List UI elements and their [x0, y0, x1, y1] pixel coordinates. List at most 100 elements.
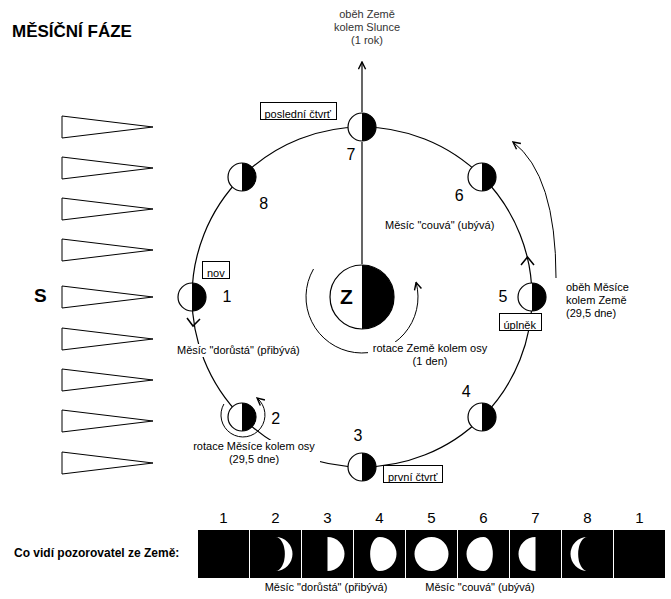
title: MĚSÍČNÍ FÁZE [12, 22, 132, 42]
annotation: rotace Země kolem osy (1 den) [368, 342, 492, 368]
moon-rotation-arrow [221, 398, 265, 437]
moon-disc [518, 283, 546, 311]
phase-view-drawing [354, 530, 405, 578]
lit-moon-part [467, 537, 493, 571]
lit-moon-part [276, 537, 293, 571]
phase-view-cell: 8 [562, 530, 613, 578]
lit-moon-part [414, 537, 448, 571]
earth-symbol: Z [329, 264, 395, 330]
callout-number: 8 [259, 194, 268, 213]
lit-moon-part [328, 537, 345, 571]
earth-drawing [329, 264, 395, 330]
callout-number: 4 [375, 509, 383, 527]
sun-rays [62, 116, 153, 474]
callout-number: 2 [271, 409, 280, 428]
callout-number: 7 [347, 145, 356, 164]
callout-number: 3 [323, 509, 331, 527]
moon-drawing [227, 402, 257, 432]
shadow-half [482, 163, 496, 191]
phase-view-cell: 3 [302, 530, 353, 578]
callout-number: 6 [455, 186, 464, 205]
moon-symbol: 7 [347, 112, 377, 142]
moon-drawing [467, 402, 497, 432]
callout-number: 3 [354, 426, 363, 445]
callout-number: 2 [271, 509, 279, 527]
connector-line [361, 142, 362, 264]
shadow-half [532, 283, 546, 311]
moon-orbit-arrow [513, 142, 556, 278]
phase-name-box: první čtvrť [383, 465, 443, 483]
orbit-direction-arrow [521, 257, 534, 265]
shadow-half [362, 265, 394, 329]
moon-disc [228, 163, 256, 191]
annotation: Měsíc "couvá" (ubývá) [383, 219, 496, 232]
shadow-half [242, 403, 256, 431]
phase-name: nov [207, 267, 225, 280]
moon-drawing [227, 162, 257, 192]
annotation: Měsíc "dorůstá" (přibývá) [175, 344, 302, 357]
phase-view-drawing [302, 530, 353, 578]
phase-name-box: nov [202, 261, 230, 279]
annotation: Měsíc "dorůstá" (přibývá) [265, 581, 388, 594]
moon-symbol: 1 [177, 282, 207, 312]
phase-name-box: poslední čtvrť [260, 102, 337, 120]
sun-ray [62, 369, 153, 391]
moon-disc [468, 163, 496, 191]
phase-name-box: úplněk [499, 313, 542, 331]
phase-view-drawing [458, 530, 509, 578]
annotation: Měsíc "couvá" (ubývá) [425, 581, 534, 594]
callout-number: 5 [499, 287, 508, 306]
moon-drawing [347, 112, 377, 142]
moon-disc [468, 403, 496, 431]
phase-view-cell: 1 [614, 530, 665, 578]
callout-number: 1 [219, 509, 227, 527]
sun-ray [62, 116, 153, 138]
phase-view-drawing [198, 530, 249, 578]
moon-symbol: 3 [347, 452, 377, 482]
moon-symbol: 2 [227, 402, 257, 432]
phase-view-cell: 7 [510, 530, 561, 578]
phase-view-cell: 2 [250, 530, 301, 578]
sun-ray [62, 410, 153, 432]
callout-number: 6 [479, 509, 487, 527]
phase-name: úplněk [504, 319, 536, 332]
moon-symbol: 8 [227, 162, 257, 192]
annotation: oběh Měsíce kolem Země (29,5 dne) [566, 281, 640, 321]
strip-heading: Co vidí pozorovatel ze Země: [14, 546, 179, 560]
lit-moon-part [571, 537, 588, 571]
phase-view-drawing [614, 530, 665, 578]
sun-ray [62, 286, 153, 308]
earth-letter: Z [340, 284, 353, 309]
moon-orbit [192, 127, 532, 467]
shadow-half [482, 403, 496, 431]
callout-number: 4 [462, 382, 471, 401]
moon-drawing [517, 282, 547, 312]
moon-symbol: 6 [467, 162, 497, 192]
phase-name: poslední čtvrť [265, 108, 332, 121]
phase-view-drawing [562, 530, 613, 578]
phase-view-drawing [510, 530, 561, 578]
phase-view-cell: 4 [354, 530, 405, 578]
sun-letter: S [34, 285, 47, 308]
moon-drawing [467, 162, 497, 192]
phase-view-drawing [406, 530, 457, 578]
shadow-half [192, 283, 206, 311]
sun-ray [62, 157, 153, 179]
callout-number: 1 [635, 509, 643, 527]
orbit-direction-arrow [187, 318, 200, 326]
earth-orbit-arrow [361, 62, 362, 112]
moon-disc [348, 453, 376, 481]
moon-disc [348, 113, 376, 141]
lit-moon-part [370, 537, 396, 571]
moon-symbol: 5 [517, 282, 547, 312]
annotation: oběh Země kolem Slunce (1 rok) [330, 8, 404, 48]
sun-ray [62, 452, 153, 474]
annotation: rotace Měsíce kolem osy (29,5 dne) [188, 440, 320, 466]
callout-number: 1 [223, 287, 232, 306]
callout-number: 8 [583, 509, 591, 527]
moon-symbol: 4 [467, 402, 497, 432]
shadow-half [242, 163, 256, 191]
moon-drawing [177, 282, 207, 312]
